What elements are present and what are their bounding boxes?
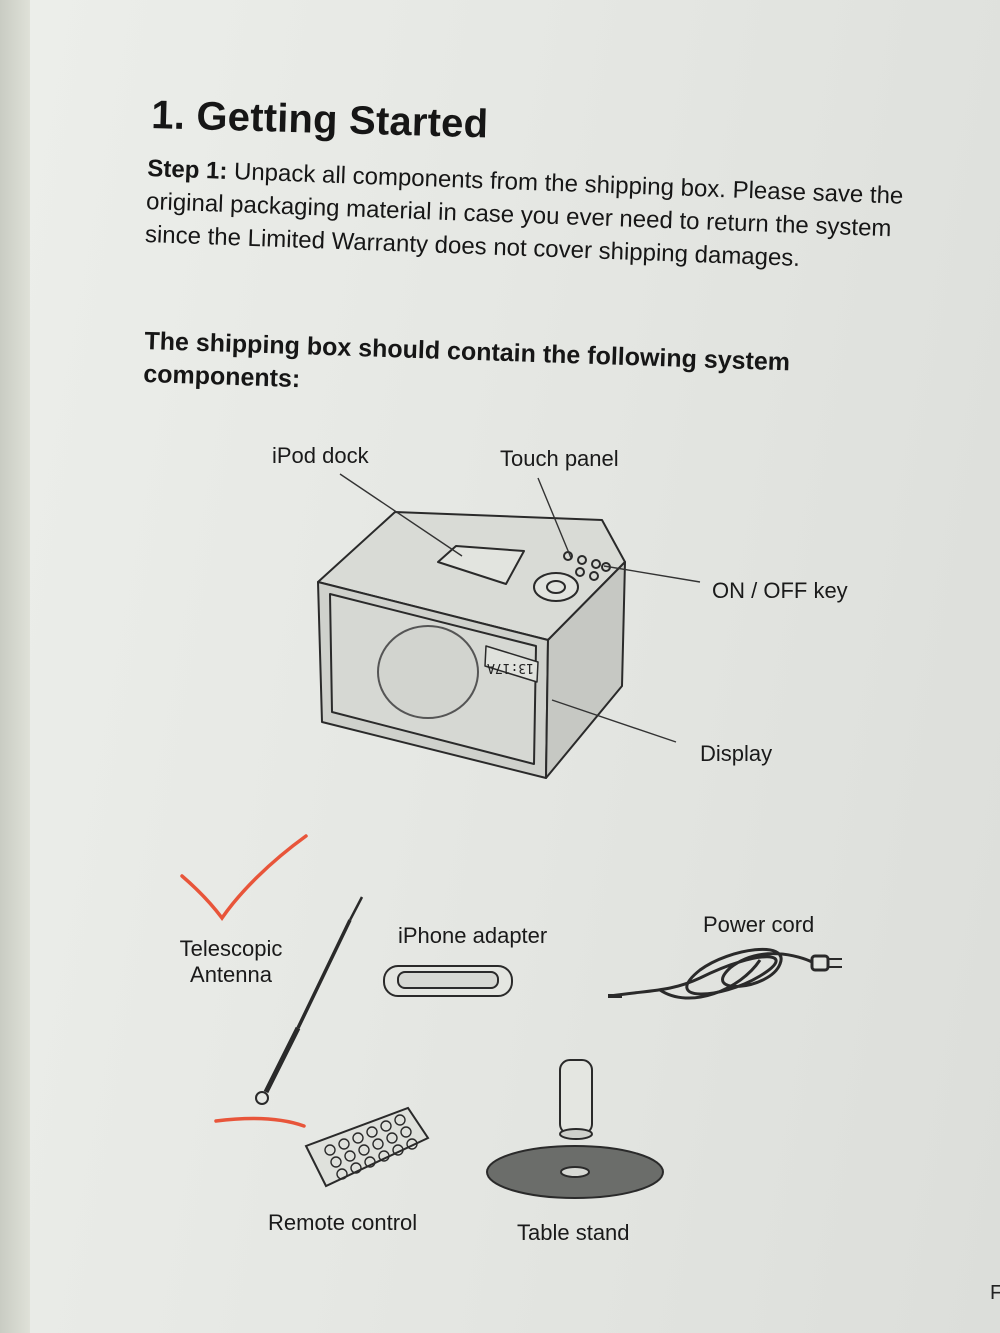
handwritten-underline [214,1116,306,1128]
label-power-cord: Power cord [703,912,815,937]
leader-lines [339,473,701,743]
label-table-stand: Table stand [517,1220,630,1245]
power-cord-illustration [608,947,842,1000]
remote-control-illustration [304,1106,430,1188]
table-stand-illustration [486,1059,664,1199]
label-display: Display [700,741,773,766]
label-on-off-key: ON / OFF key [712,578,848,603]
label-iphone-adapter: iPhone adapter [398,923,548,948]
label-touch-panel: Touch panel [500,446,619,471]
next-page-edge-text: F [990,1282,1000,1304]
iphone-adapter-illustration [383,965,513,997]
label-ipod-dock: iPod dock [272,443,369,468]
label-telescopic-antenna: Telescopic Antenna [179,936,283,987]
label-remote-control: Remote control [268,1210,418,1235]
telescopic-antenna-illustration [255,896,364,1105]
page-binding-shadow [0,0,30,1333]
handwritten-checkmark [180,834,308,921]
radio-unit-illustration [317,511,626,779]
display-readout: 13:17A [487,660,534,675]
